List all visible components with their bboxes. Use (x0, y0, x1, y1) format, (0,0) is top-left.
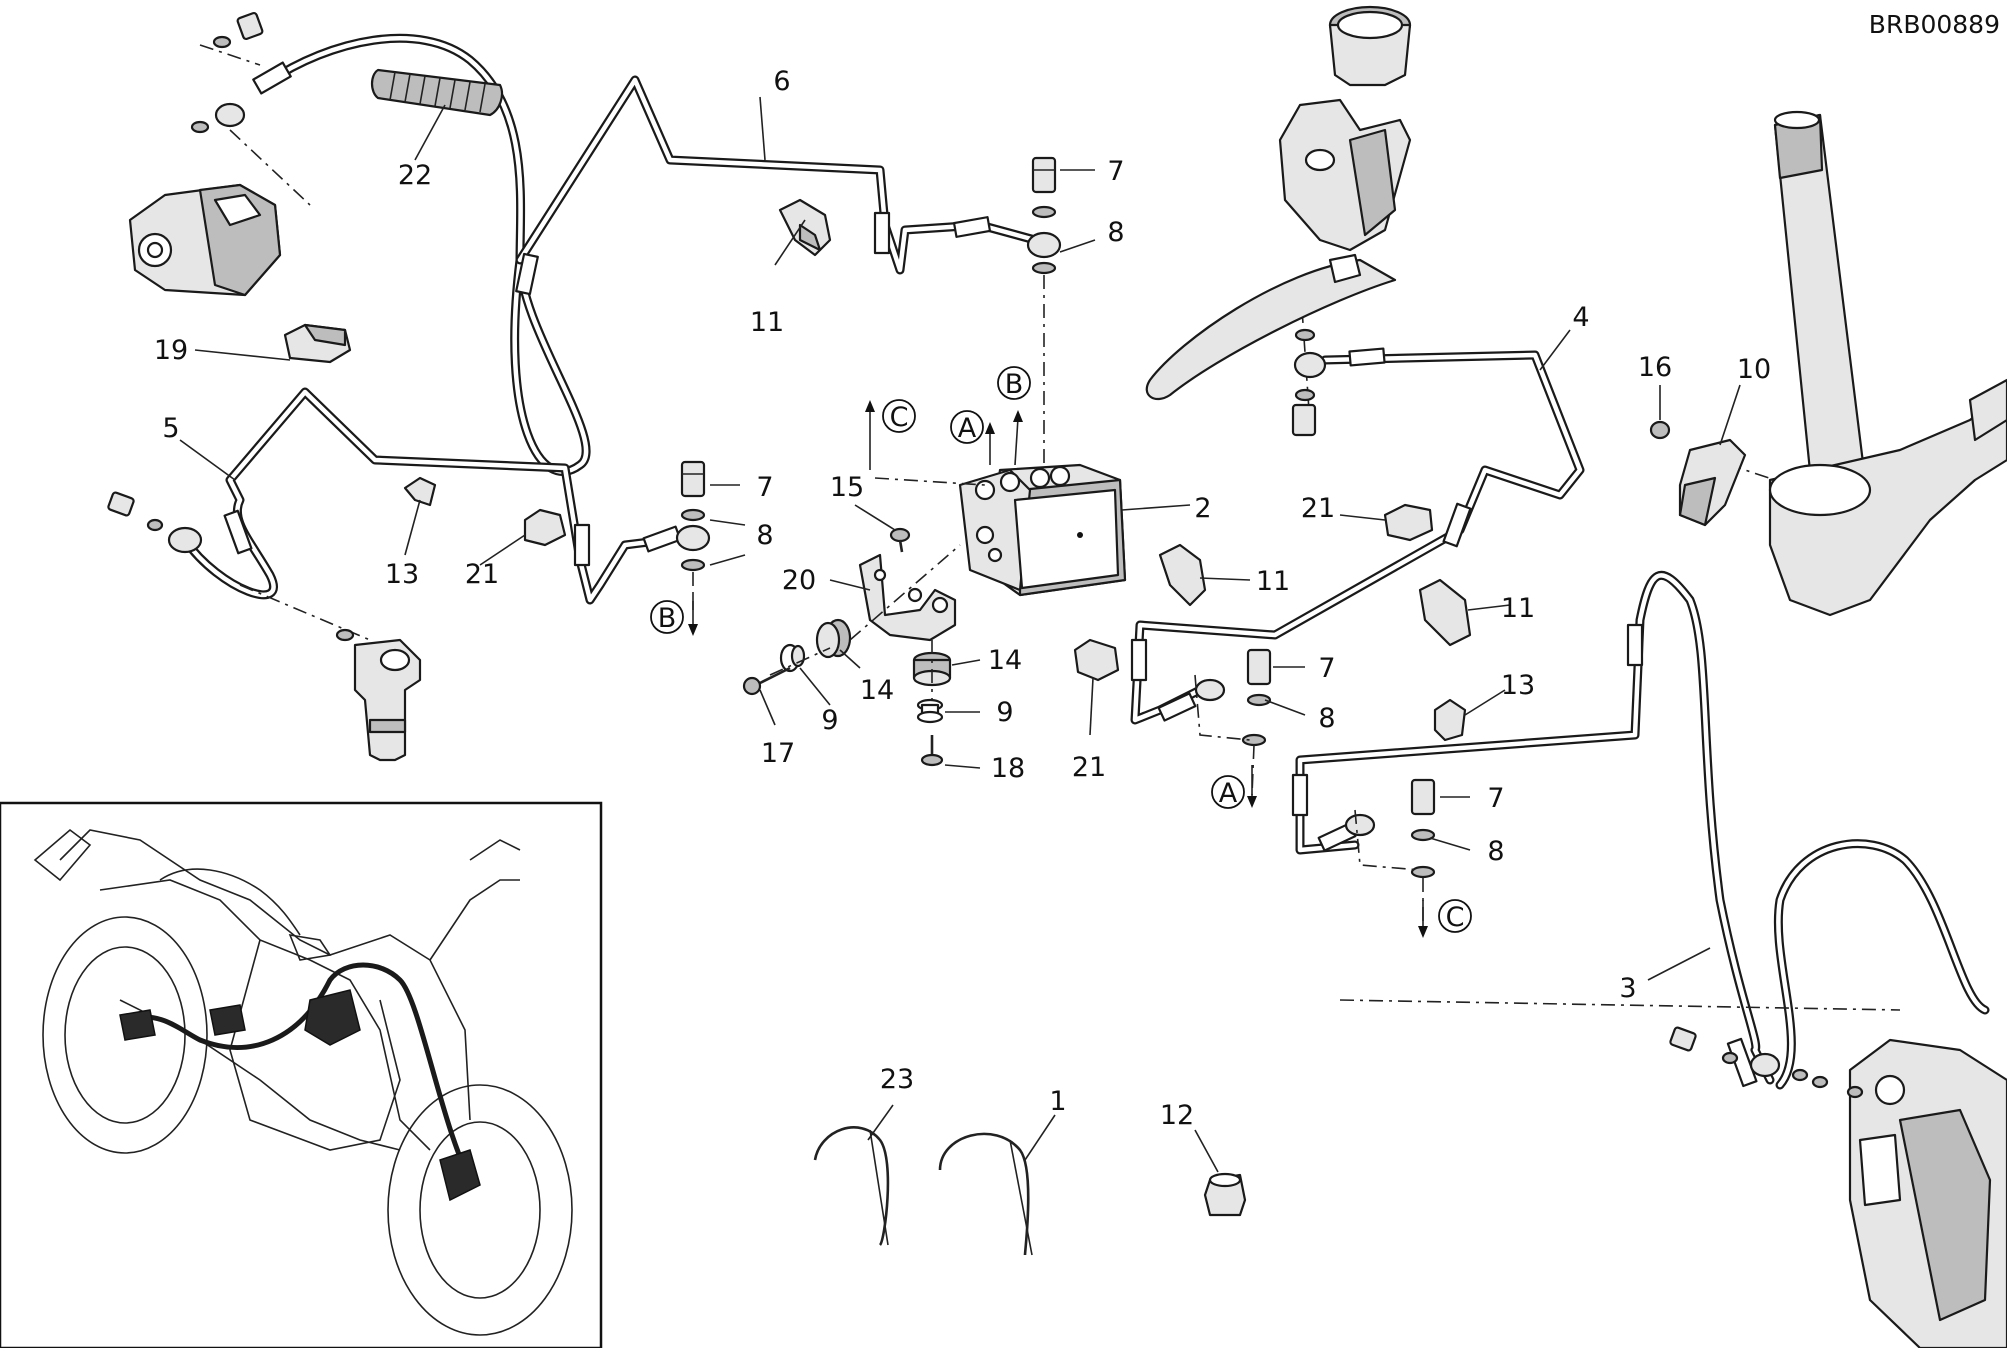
label-part-5: 5 (162, 413, 179, 444)
drawing-code: BRB00889 (1869, 10, 2000, 39)
banjo-bolt-7-top (1026, 156, 1062, 275)
label-part-20: 20 (782, 565, 816, 596)
label-part-9-left: 9 (821, 705, 838, 736)
marker-c-top-label: C (890, 402, 909, 433)
marker-b-top (997, 366, 1031, 400)
hose-4-front-master-line (1130, 350, 1585, 725)
hose-clip-13-right (1433, 698, 1467, 742)
hose-clip-21-mid (1073, 638, 1120, 682)
label-part-11-top: 11 (750, 307, 784, 338)
marker-c-top (882, 399, 916, 433)
label-part-11-mid: 11 (1256, 566, 1290, 597)
label-part-17: 17 (761, 738, 795, 769)
hose-clip-21-left (523, 508, 567, 547)
marker-a-top-label: A (958, 413, 977, 444)
label-part-8-left: 8 (756, 520, 773, 551)
label-part-9-right: 9 (996, 697, 1013, 728)
rear-brake-caliper (128, 183, 282, 297)
hose-clip-11-right (1418, 578, 1472, 647)
marker-b-left (650, 600, 684, 634)
bolt-16 (1649, 420, 1671, 440)
marker-c-right (1438, 899, 1472, 933)
screw-17 (742, 666, 791, 696)
hose-clip-11-mid (1158, 543, 1207, 607)
fork-leg-and-clamp (1768, 110, 2007, 617)
label-part-21-right: 21 (1301, 493, 1335, 524)
hose-clip-19 (283, 323, 352, 364)
connection-markers: C A B B A C (650, 366, 1472, 933)
protective-sleeve (370, 68, 504, 117)
label-part-8-top: 8 (1107, 217, 1124, 248)
part-number-labels: 1 2 3 4 5 6 7 7 7 7 8 8 8 8 9 9 10 11 11… (154, 66, 1771, 1131)
label-part-21-mid: 21 (1072, 752, 1106, 783)
abs-mounting-bracket (858, 553, 957, 642)
marker-a-top (950, 410, 984, 444)
spacer-9-lower (916, 698, 944, 724)
label-part-1: 1 (1049, 1086, 1066, 1117)
cable-tie-23 (813, 1126, 890, 1246)
caliper-bleed-screw (190, 11, 264, 134)
banjo-bolt-7-mid-left (675, 460, 711, 572)
hose-clip-11-top (778, 198, 832, 257)
rear-master-cylinder (335, 628, 422, 762)
label-part-8-right: 8 (1487, 836, 1504, 867)
hose-3-front-caliper-line (1295, 571, 1990, 1090)
rear-master-bolt (107, 491, 203, 554)
leader-lines (179, 96, 1741, 1173)
label-part-21-left: 21 (465, 559, 499, 590)
hose-6-rear-brake-line (263, 33, 1040, 476)
marker-a-right (1211, 775, 1245, 809)
abs-modulator-unit (958, 463, 1127, 597)
label-part-14-left: 14 (860, 675, 894, 706)
marker-c-right-label: C (1446, 902, 1465, 933)
label-part-19: 19 (154, 335, 188, 366)
label-part-13-right: 13 (1501, 670, 1535, 701)
label-part-7-left: 7 (756, 472, 773, 503)
marker-b-left-label: B (658, 603, 677, 634)
marker-a-right-label: A (1219, 778, 1238, 809)
hose-clip-12 (1203, 1172, 1247, 1217)
banjo-bolt-7-mid-right (1194, 648, 1272, 747)
label-part-4: 4 (1572, 302, 1589, 333)
banjo-bolt-7-lower-right (1344, 778, 1436, 879)
label-part-22: 22 (398, 160, 432, 191)
hose-clip-13-left (403, 476, 437, 507)
label-part-16: 16 (1638, 352, 1672, 383)
label-part-15: 15 (830, 472, 864, 503)
label-part-10: 10 (1737, 354, 1771, 385)
flow-arrows (688, 400, 1428, 938)
label-part-7-right: 7 (1487, 783, 1504, 814)
screw-18 (920, 735, 944, 767)
hose-5-rear-master-line (180, 387, 670, 605)
front-brake-caliper (1848, 1038, 2007, 1348)
rubber-damper-14 (815, 618, 852, 659)
screw-15 (889, 527, 911, 553)
label-part-11-right: 11 (1501, 593, 1535, 624)
hose-clip-21-right-top (1383, 503, 1434, 542)
front-caliper-bleed-screw (1669, 1026, 1864, 1099)
hose-clip-10 (1678, 438, 1747, 527)
spacer-9 (779, 643, 806, 673)
cable-tie-1 (938, 1132, 1033, 1256)
inset-frame (0, 801, 603, 1348)
label-part-18: 18 (991, 753, 1025, 784)
label-part-3: 3 (1619, 973, 1636, 1004)
label-part-13-left: 13 (385, 559, 419, 590)
label-part-8-mid: 8 (1318, 703, 1335, 734)
motorcycle-overview-inset (33, 828, 573, 1336)
label-part-14-right: 14 (988, 645, 1022, 676)
label-part-12: 12 (1160, 1100, 1194, 1131)
label-part-7-top: 7 (1107, 156, 1124, 187)
hose-fittings (223, 61, 1758, 1088)
label-part-2: 2 (1194, 493, 1211, 524)
label-part-23: 23 (880, 1064, 914, 1095)
assembly-lines (199, 44, 1901, 1011)
front-banjo-bolt (1291, 328, 1327, 437)
marker-b-top-label: B (1005, 369, 1024, 400)
front-master-cylinder (1145, 5, 1412, 401)
label-part-6: 6 (773, 66, 790, 97)
label-part-7-mid: 7 (1318, 653, 1335, 684)
